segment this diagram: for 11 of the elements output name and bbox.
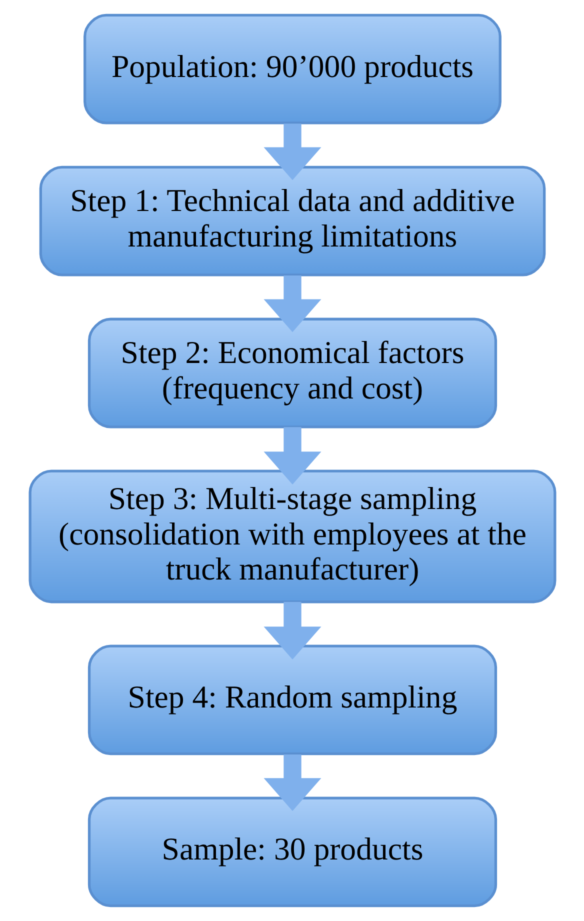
node-box: Step 4: Random sampling	[87, 644, 497, 756]
node-box: Step 3: Multi-stage sampling (consolidation with employees at the truck manufacturer)	[28, 470, 556, 604]
arrow	[263, 754, 321, 811]
node-box: Step 1: Technical data and additive manufacturing limitations	[38, 166, 546, 276]
arrow	[263, 124, 321, 180]
arrow	[263, 602, 321, 660]
node-box: Sample: 30 products	[87, 796, 497, 908]
arrow	[263, 427, 321, 484]
node-box: Step 2: Economical factors (frequency and cost)	[87, 318, 497, 428]
arrow	[263, 276, 321, 332]
node-box: Population: 90’000 products	[83, 14, 501, 124]
